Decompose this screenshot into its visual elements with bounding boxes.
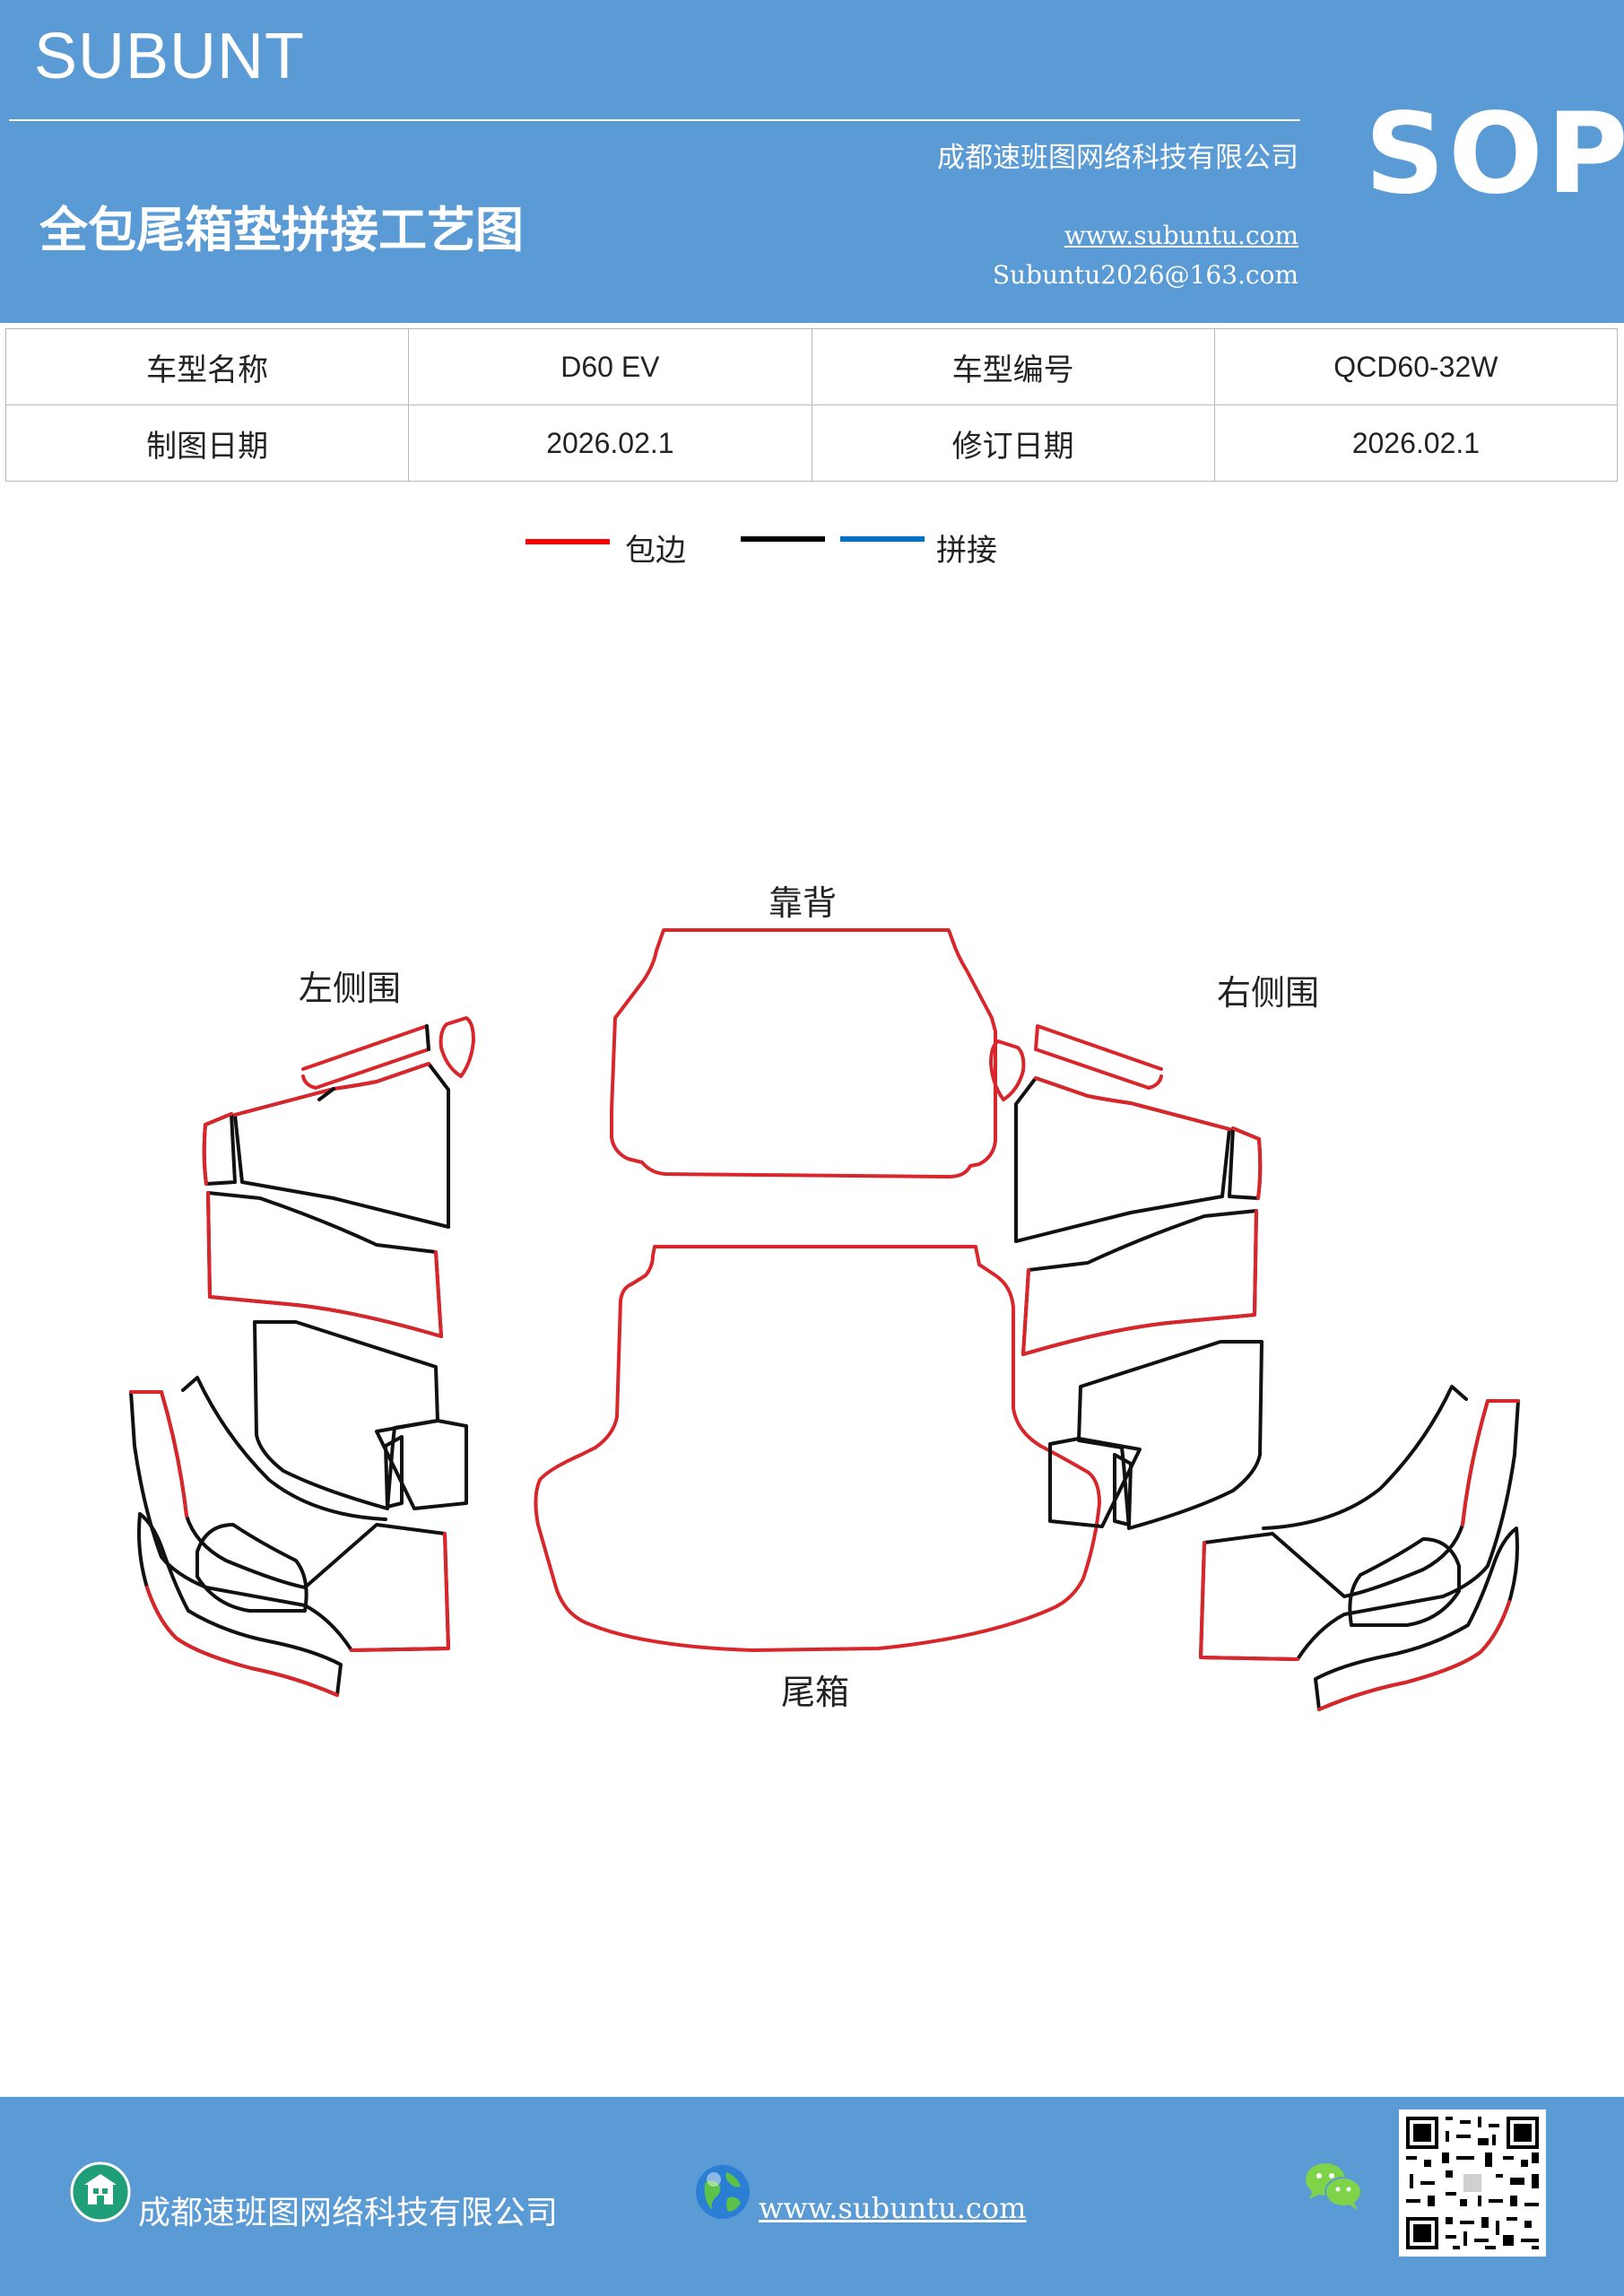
legend-edge-swatch [525, 539, 610, 544]
vehicle-info-table: 车型名称 D60 EV 车型编号 QCD60-32W 制图日期 2026.02.… [4, 328, 1619, 482]
page-title: 全包尾箱垫拼接工艺图 [39, 201, 524, 258]
table-cell: 2026.02.1 [1213, 404, 1619, 482]
wechat-icon [1306, 2163, 1362, 2210]
brand-logo-text: SUBUNT [34, 21, 306, 92]
header-banner: SUBUNT 全包尾箱垫拼接工艺图 成都速班图网络科技有限公司 www.subu… [0, 0, 1624, 323]
left-side-panel [129, 1016, 475, 1697]
email-address[interactable]: Subuntu2026@163.com [992, 260, 1298, 290]
legend-edge-label: 包边 [625, 533, 686, 569]
company-name: 成都速班图网络科技有限公司 [937, 142, 1298, 174]
footer-banner: 成都速班图网络科技有限公司 www.subuntu.com [0, 2097, 1624, 2296]
trunk-label: 尾箱 [781, 1673, 849, 1712]
qr-code [1399, 2109, 1546, 2257]
trunk-mat-diagram: 左侧围 靠背 右侧围 尾箱 [129, 883, 1520, 1712]
table-cell: 车型名称 [4, 328, 410, 405]
table-cell: D60 EV [408, 328, 812, 405]
legend-seam-blue-swatch [840, 536, 925, 542]
sop-badge: SOP [1365, 90, 1624, 219]
building-icon [70, 2161, 131, 2222]
table-cell: 制图日期 [4, 404, 410, 482]
right-side-panel [989, 1024, 1520, 1711]
table-row: 制图日期 2026.02.1 修订日期 2026.02.1 [4, 404, 1619, 482]
trunk-floor-piece [534, 1245, 1101, 1652]
backrest-label: 靠背 [769, 883, 837, 923]
footer-company-name: 成都速班图网络科技有限公司 [138, 2195, 559, 2231]
table-row: 车型名称 D60 EV 车型编号 QCD60-32W [4, 328, 1619, 405]
footer-website-link[interactable]: www.subuntu.com [759, 2191, 1027, 2225]
header-divider [9, 119, 1300, 121]
right-side-label: 右侧围 [1217, 973, 1319, 1013]
website-link[interactable]: www.subuntu.com [1064, 221, 1298, 250]
legend-seam-black-swatch [741, 536, 825, 542]
table-cell: 修订日期 [811, 404, 1215, 482]
left-side-label: 左侧围 [299, 969, 401, 1008]
globe-icon [696, 2165, 750, 2219]
table-cell: 2026.02.1 [408, 404, 812, 482]
backrest-piece [610, 928, 997, 1178]
table-cell: QCD60-32W [1213, 328, 1619, 405]
table-cell: 车型编号 [811, 328, 1215, 405]
legend-seam-label: 拼接 [936, 533, 997, 569]
